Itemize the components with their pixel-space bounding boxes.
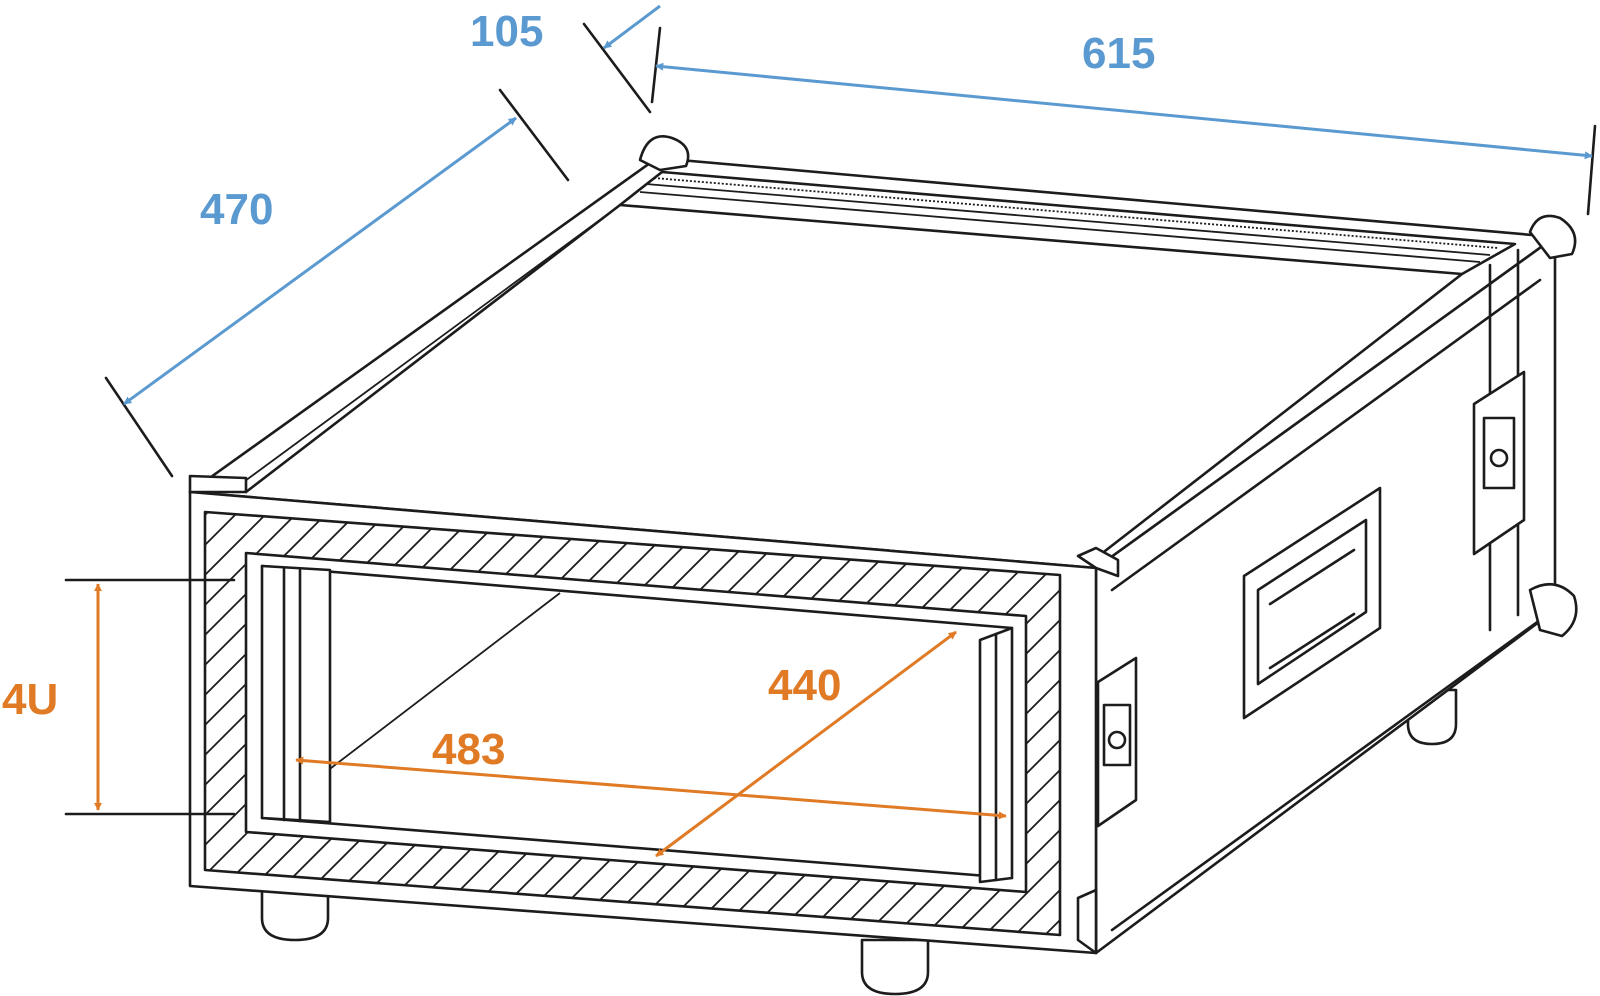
dim-label-depth: 470 — [200, 185, 273, 234]
hatch-line — [959, 512, 1060, 935]
latch-front-right — [1096, 656, 1138, 828]
rack-rail-left — [260, 564, 332, 824]
dim-label-rack-width: 483 — [432, 725, 505, 774]
dim-label-lid: 105 — [470, 7, 543, 56]
rack-rail-right — [978, 626, 1014, 884]
dim-label-height: 4U — [2, 675, 58, 724]
dim-label-diagonal: 440 — [768, 661, 841, 710]
dim-line-lid — [603, 4, 661, 50]
hatch-line — [205, 512, 481, 935]
hatch-line — [205, 512, 451, 935]
dim-line-depth — [123, 116, 517, 406]
outer-dimensions: 105 615 470 — [104, 4, 1597, 478]
hatch-line — [205, 512, 301, 935]
side-handle — [1242, 486, 1382, 720]
latch-side-rear — [1472, 370, 1526, 556]
dim-line-width — [655, 62, 1593, 160]
dim-label-width: 615 — [1082, 29, 1155, 78]
dim-line-diagonal — [655, 630, 957, 858]
case-body — [188, 135, 1578, 996]
inner-dimensions: 4U 483 440 — [2, 578, 1007, 858]
